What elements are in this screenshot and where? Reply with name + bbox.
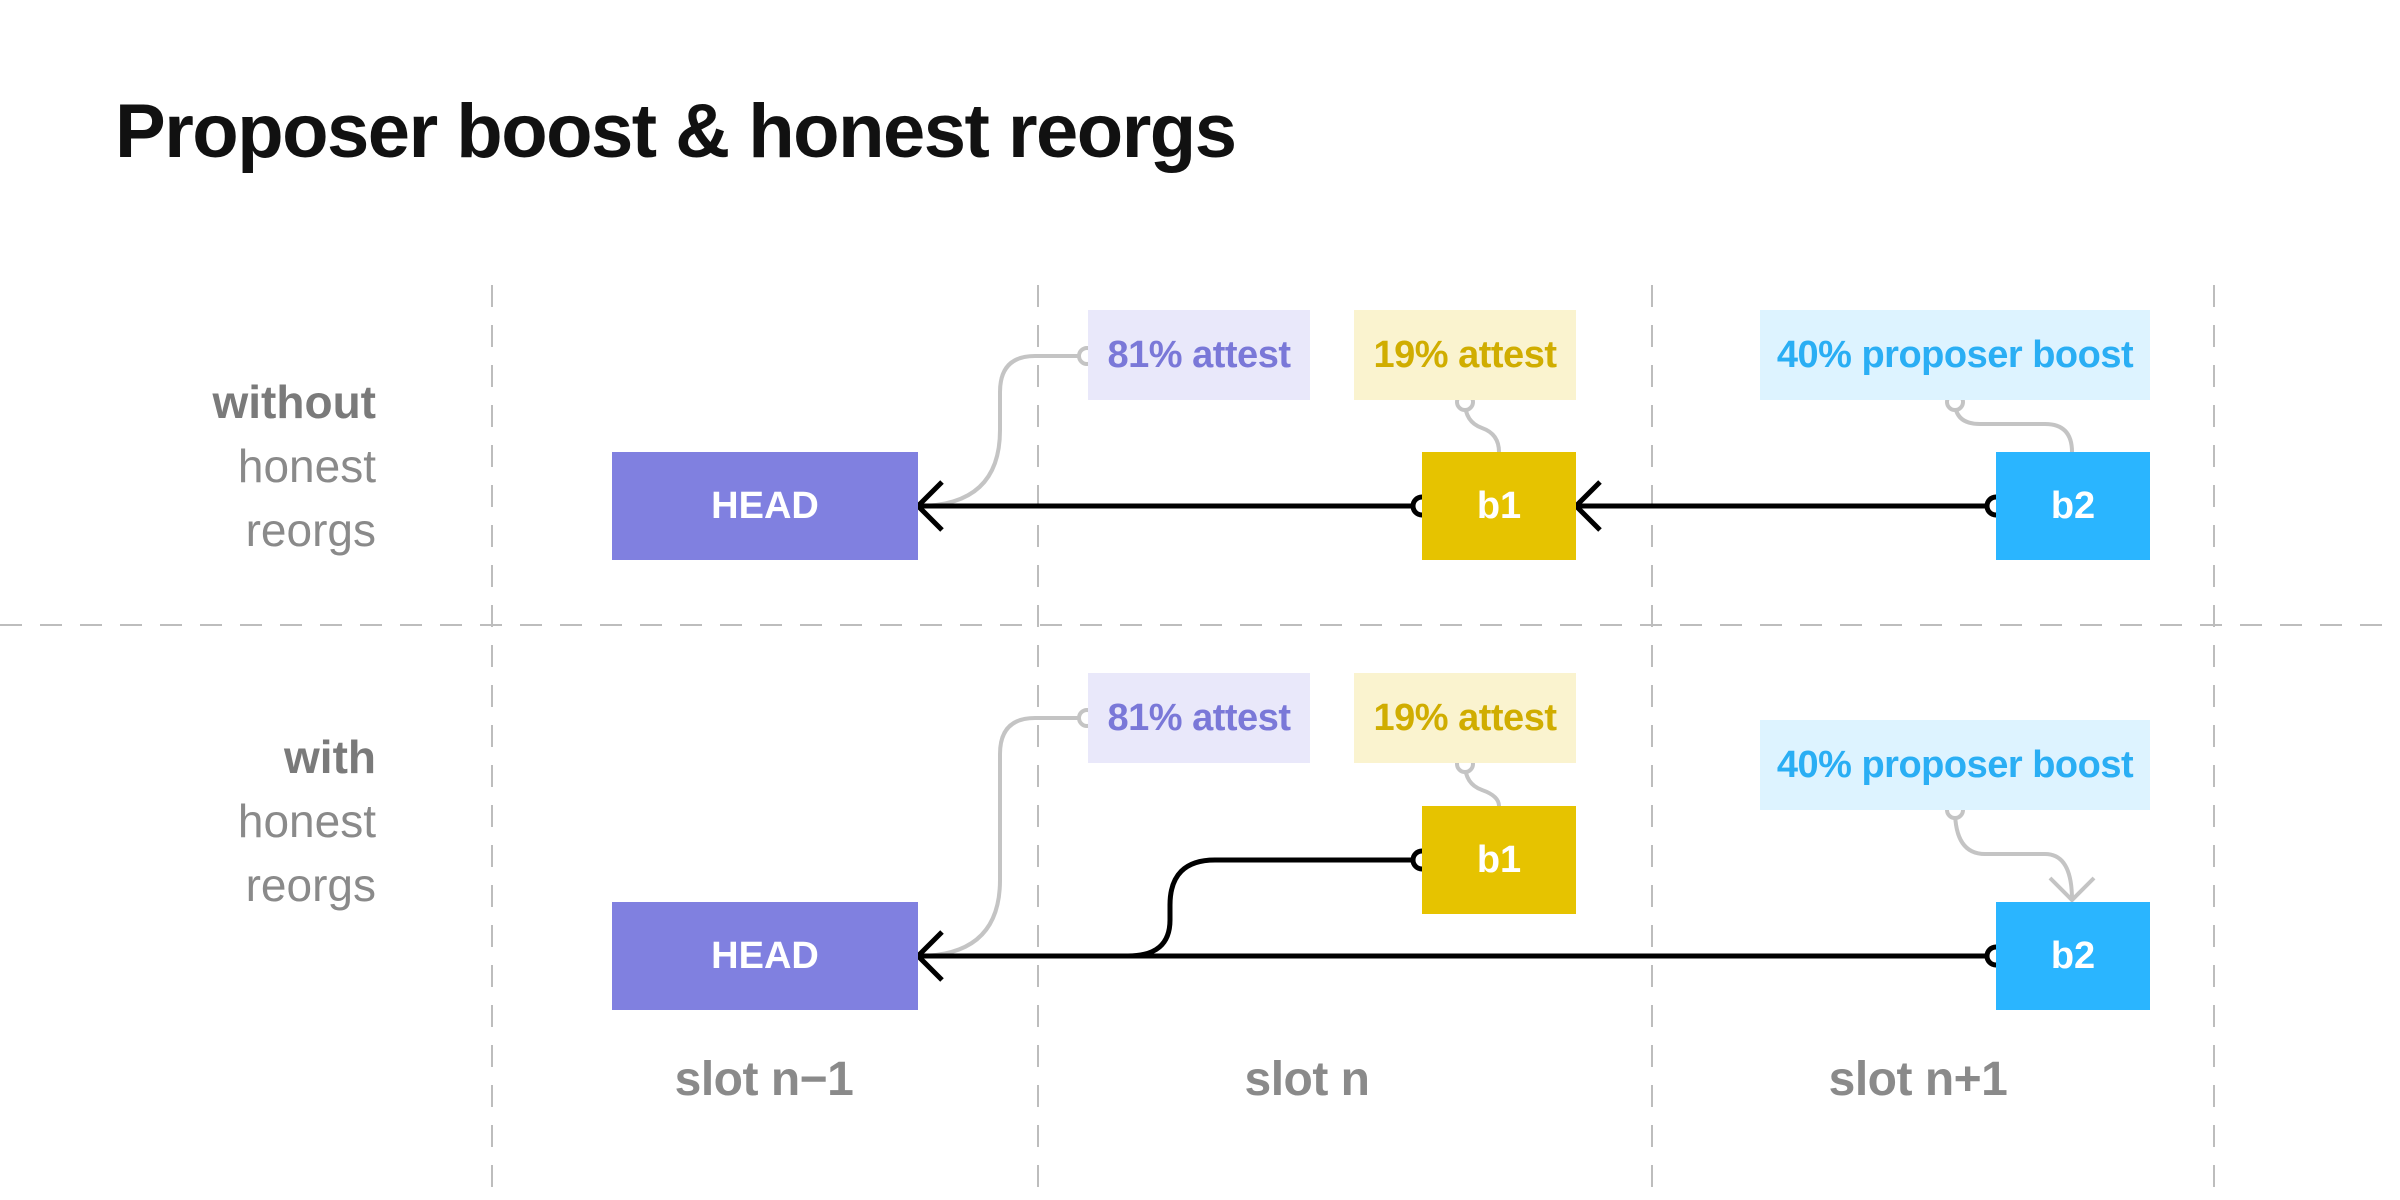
proposer-boost-tag: 40% proposer boost [1760, 310, 2150, 400]
b1-to-head-arrow [1127, 857, 1422, 959]
b1-attest-connector [1463, 763, 1501, 807]
row-label-line: honest [237, 440, 376, 492]
row-label-strong: without [212, 376, 377, 428]
arrowhead [1572, 480, 1602, 532]
row-label-with: with honest reorgs [238, 725, 376, 917]
arrowhead [2048, 876, 2096, 903]
row-label-line: reorgs [245, 859, 376, 911]
block-head: HEAD [612, 452, 918, 560]
arrowhead [914, 930, 944, 982]
block-b2: b2 [1996, 902, 2150, 1010]
row-label-line: reorgs [245, 504, 376, 556]
slot-label: slot n [1244, 1053, 1371, 1106]
arrowhead [914, 480, 944, 532]
block-b2: b2 [1996, 452, 2150, 560]
row-label-strong: with [284, 731, 376, 783]
slot-label: slot n−1 [674, 1053, 854, 1106]
head-attest-connector [917, 716, 1087, 958]
block-head: HEAD [612, 902, 918, 1010]
attest-tag-head: 81% attest [1088, 310, 1310, 400]
block-b1: b1 [1422, 806, 1576, 914]
page-title: Proposer boost & honest reorgs [115, 89, 1237, 174]
b2-boost-connector [1953, 401, 2074, 453]
attest-tag-b1: 19% attest [1354, 310, 1576, 400]
head-attest-connector [917, 354, 1087, 508]
b2-boost-connector [1953, 809, 2074, 901]
attest-tag-head: 81% attest [1088, 673, 1310, 763]
row-label-without: without honest reorgs [213, 370, 377, 562]
row-label-line: honest [237, 795, 376, 847]
proposer-boost-tag: 40% proposer boost [1760, 720, 2150, 810]
block-b1: b1 [1422, 452, 1576, 560]
attest-tag-b1: 19% attest [1354, 673, 1576, 763]
slot-label: slot n+1 [1828, 1053, 2008, 1106]
b1-attest-connector [1463, 401, 1501, 453]
